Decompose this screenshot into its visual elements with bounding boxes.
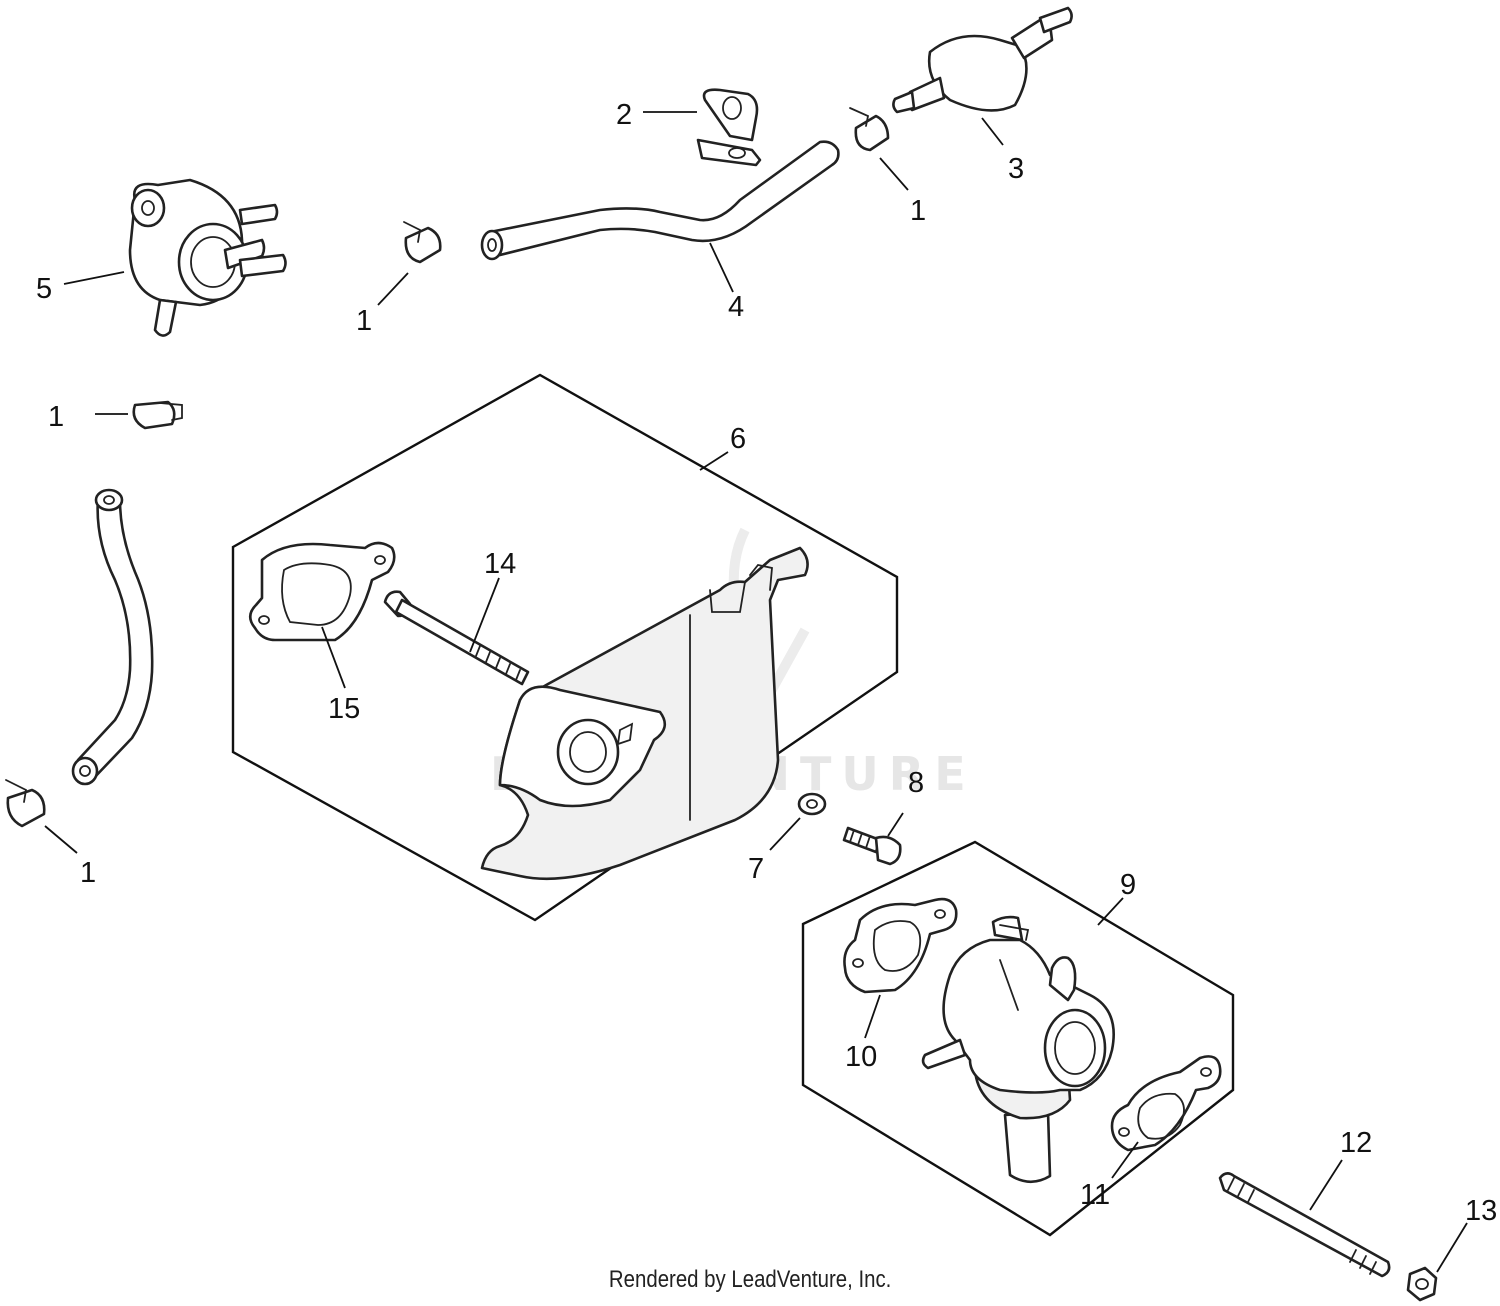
callout-6: 6 [730,423,746,455]
washer-part-7[interactable] [797,792,827,816]
carburetor-part-9[interactable] [921,915,1115,1184]
callout-1: 1 [910,195,926,227]
hose-clamp-part-1d[interactable] [5,779,46,828]
callout-8: 8 [908,767,924,799]
callout-7: 7 [748,853,764,885]
gasket-part-10[interactable] [843,897,958,994]
leader-lines [44,111,1468,1273]
fuel-filter-part-3[interactable] [892,6,1073,114]
callout-11: 11 [1080,1179,1110,1211]
fuel-line-part-4[interactable] [480,140,840,261]
hose-clamp-part-1c[interactable] [849,107,890,152]
intake-manifold-part-6[interactable] [480,546,809,881]
callout-14: 14 [484,548,516,580]
nut-part-13[interactable] [1406,1266,1438,1302]
hose-clip-part-2[interactable] [696,88,762,167]
callout-1: 1 [48,401,64,433]
callout-5: 5 [36,273,52,305]
render-credit-text: Rendered by LeadVenture, Inc. [608,1266,892,1293]
fuel-line-lower[interactable] [71,488,154,786]
bolt-part-14[interactable] [383,590,530,686]
stud-part-12[interactable] [1218,1172,1391,1278]
hose-clamp-part-1a[interactable] [132,400,183,430]
callout-15: 15 [328,693,360,725]
screw-part-8[interactable] [842,826,902,866]
callout-3: 3 [1008,153,1024,185]
callout-labels: 1 1 1 1 2 3 4 5 6 7 8 9 10 11 12 13 14 1… [36,99,1497,1227]
callout-1: 1 [80,857,96,889]
callout-12: 12 [1340,1127,1372,1159]
callout-1: 1 [356,305,372,337]
render-credit-footer: Rendered by LeadVenture, Inc. [0,1266,1500,1294]
callout-9: 9 [1120,869,1136,901]
callout-13: 13 [1465,1195,1497,1227]
fuel-pump-part-5[interactable] [128,178,287,337]
kit-box-6 [231,373,899,922]
gasket-part-15[interactable] [248,541,396,642]
gasket-part-11[interactable] [1110,1055,1222,1152]
callout-10: 10 [845,1041,877,1073]
kit-box-9 [801,840,1235,1237]
callout-4: 4 [728,291,744,323]
hose-clamp-part-1b[interactable] [403,221,442,264]
callout-2: 2 [616,99,632,131]
